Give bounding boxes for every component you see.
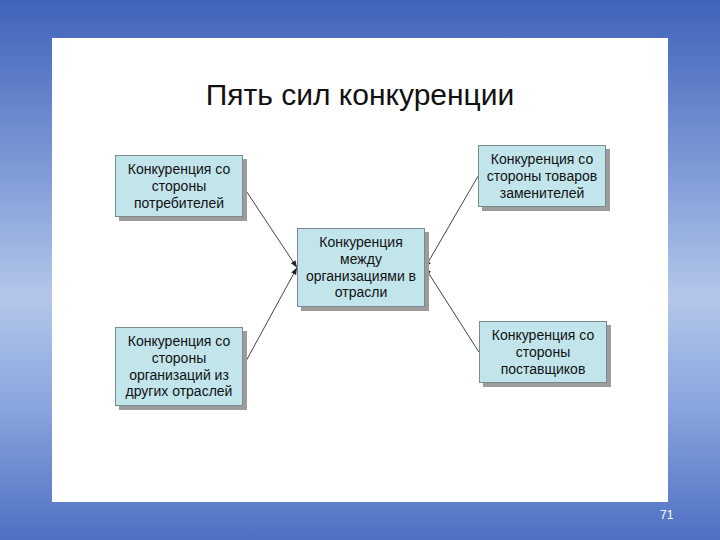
force-arrow	[243, 268, 297, 367]
page-number: 71	[660, 508, 673, 522]
force-box: Конкуренция со стороны потребителей	[115, 155, 243, 217]
force-box: Конкуренция со стороны организаций из др…	[115, 327, 243, 406]
box-text: Конкуренция со стороны потребителей	[122, 161, 236, 211]
force-box: Конкуренция со стороны поставщиков	[479, 321, 607, 383]
box-text: Конкуренция со стороны товаров заменител…	[485, 151, 599, 201]
force-box: Конкуренция между организациями в отрасл…	[297, 228, 425, 307]
box-text: Конкуренция между организациями в отрасл…	[304, 234, 418, 301]
force-arrow	[243, 186, 297, 267]
force-arrow	[425, 176, 478, 267]
force-box: Конкуренция со стороны товаров заменител…	[478, 145, 606, 207]
force-arrow	[425, 268, 479, 353]
box-text: Конкуренция со стороны поставщиков	[486, 327, 600, 377]
slide-title: Пять сил конкуренции	[60, 78, 660, 112]
box-text: Конкуренция со стороны организаций из др…	[122, 333, 236, 400]
